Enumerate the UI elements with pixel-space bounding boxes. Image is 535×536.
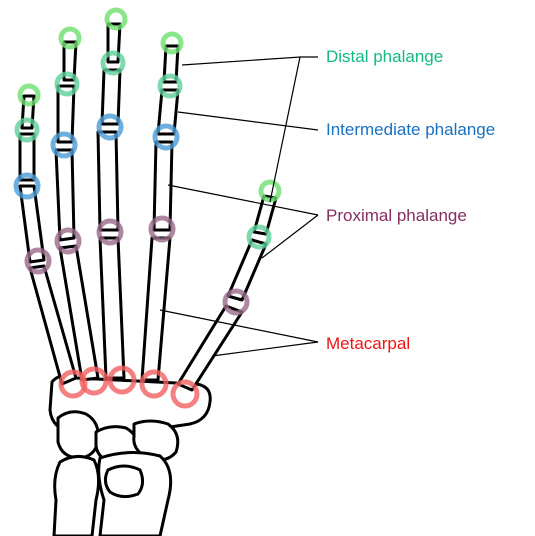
label-metacarpal: Metacarpal bbox=[326, 334, 410, 354]
middle-metacarpal bbox=[100, 238, 124, 378]
carpal-bone-inner bbox=[105, 466, 142, 497]
carpal-bone-left bbox=[58, 412, 98, 458]
thumb-metacarpal bbox=[178, 306, 242, 390]
middle-proximal bbox=[98, 132, 118, 230]
carpal-bones bbox=[50, 376, 210, 536]
intermediate-leader bbox=[178, 112, 318, 130]
proximal-leader-a bbox=[168, 185, 318, 215]
distal-leader bbox=[182, 57, 300, 202]
label-intermediate-phalange: Intermediate phalange bbox=[326, 120, 495, 140]
intermediate-joint-rings bbox=[16, 116, 177, 197]
metacarpal-leader-b bbox=[212, 342, 318, 356]
index-metacarpal bbox=[142, 238, 170, 380]
label-distal-phalange: Distal phalange bbox=[326, 47, 443, 67]
ulna bbox=[54, 456, 99, 536]
ring-proximal bbox=[56, 150, 74, 240]
proximal-joint-rings bbox=[27, 218, 247, 313]
label-proximal-phalange: Proximal phalange bbox=[326, 206, 467, 226]
